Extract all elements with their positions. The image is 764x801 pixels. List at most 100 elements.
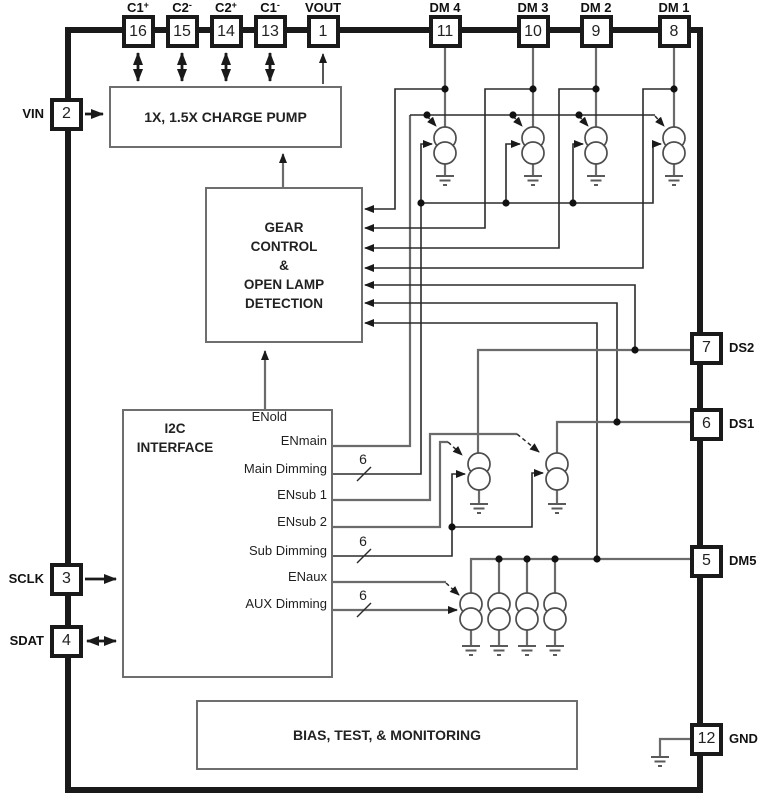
junction-dot — [569, 199, 577, 207]
pin-box-3: 3 — [50, 562, 83, 596]
ground-symbol — [651, 756, 669, 767]
pin-label-top: C2- — [172, 0, 192, 15]
gear-control-label: GEAR CONTROL & OPEN LAMP DETECTION — [243, 219, 325, 311]
current-source — [545, 452, 569, 491]
ground-symbol — [518, 645, 536, 656]
current-source — [521, 126, 545, 165]
i2c-signal-label: ENold — [251, 409, 287, 424]
pin-box-7: 7 — [690, 331, 723, 365]
pin-box-14: 14 — [209, 15, 243, 48]
pin-box-15: 15 — [165, 15, 199, 48]
pin-label-right: DM5 — [729, 553, 757, 568]
ground-symbol — [546, 645, 564, 656]
junction-dot — [593, 555, 601, 563]
pin-box-9: 9 — [579, 15, 613, 48]
pin-label-top: DM 1 — [658, 0, 690, 15]
junction-dot — [631, 346, 639, 354]
junction-dot — [592, 85, 600, 93]
i2c-signal-label: AUX Dimming — [245, 596, 327, 611]
bias-label: BIAS, TEST, & MONITORING — [293, 727, 481, 743]
pin-label-right: DS1 — [729, 416, 755, 431]
bus-width-label: 6 — [359, 451, 367, 467]
pin-label-top: C1- — [260, 0, 280, 15]
pin-label-top: DM 2 — [580, 0, 612, 15]
pin-label-superscript: + — [231, 0, 237, 10]
gear-control-block: GEAR CONTROL & OPEN LAMP DETECTION — [205, 187, 363, 343]
pin-box-6: 6 — [690, 407, 723, 441]
junction-dot — [423, 111, 431, 119]
junction-dot — [509, 111, 517, 119]
ensub2-route — [333, 440, 448, 529]
pin-label-top: C2+ — [215, 0, 237, 15]
pin-box-4: 4 — [50, 624, 83, 658]
gnd-ground — [658, 737, 690, 757]
junction-dot — [441, 85, 449, 93]
current-source — [543, 592, 567, 631]
ground-symbol — [470, 503, 488, 514]
pin-label-top: VOUT — [304, 0, 342, 15]
bus-width-label: 6 — [359, 587, 367, 603]
bias-test-monitoring-block: BIAS, TEST, & MONITORING — [196, 700, 578, 770]
ground-symbol — [524, 175, 542, 186]
current-source — [467, 452, 491, 491]
pin-box-8: 8 — [657, 15, 691, 48]
main-dimming-route — [333, 140, 433, 475]
junction-dot — [448, 523, 456, 531]
junction-dot — [529, 85, 537, 93]
current-sources-and-dots — [417, 85, 686, 767]
current-source — [515, 592, 539, 631]
bus-width-label: 6 — [359, 533, 367, 549]
pin-label-left: SDAT — [9, 633, 44, 648]
ground-symbol — [490, 645, 508, 656]
charge-pump-block: 1X, 1.5X CHARGE PUMP — [109, 86, 342, 148]
current-source — [584, 126, 608, 165]
pin-label-superscript: - — [188, 0, 192, 10]
pin-arrows — [85, 52, 327, 646]
current-source — [487, 592, 511, 631]
junction-dot — [417, 199, 425, 207]
pin-label-top: DM 3 — [517, 0, 549, 15]
i2c-signal-label: ENaux — [287, 569, 327, 584]
junction-dot — [495, 555, 503, 563]
pin-box-13: 13 — [253, 15, 287, 48]
i2c-interface-block — [122, 409, 333, 678]
junction-dot — [670, 85, 678, 93]
current-source — [662, 126, 686, 165]
i2c-signal-label: ENsub 2 — [277, 514, 327, 529]
sub-dimming-route — [333, 470, 466, 557]
bus-width-marks: 6 6 6 — [356, 451, 372, 618]
ground-symbol — [436, 175, 454, 186]
main-lamp-circuit — [333, 48, 676, 475]
i2c-signal-label: ENsub 1 — [277, 487, 327, 502]
ground-symbol — [462, 645, 480, 656]
ds2-wire — [476, 348, 690, 453]
pin-box-5: 5 — [690, 544, 723, 578]
ensub1-route — [333, 432, 517, 502]
i2c-signal-label: Main Dimming — [243, 461, 327, 476]
pin-box-10: 10 — [516, 15, 550, 48]
junction-dot — [523, 555, 531, 563]
aux-lamp-circuit — [333, 557, 690, 646]
pin-label-right: DS2 — [729, 340, 755, 355]
junction-dot — [613, 418, 621, 426]
i2c-signal-label: Sub Dimming — [248, 543, 327, 558]
control-links — [261, 153, 287, 409]
ground-symbol — [665, 175, 683, 186]
sub-lamp-circuit — [333, 348, 690, 557]
pin-label-top: C1+ — [127, 0, 149, 15]
ground-symbol — [548, 503, 566, 514]
ground-symbol — [587, 175, 605, 186]
pin-box-16: 16 — [121, 15, 155, 48]
i2c-signal-label: ENmain — [280, 433, 327, 448]
current-source — [459, 592, 483, 631]
enmain-route — [333, 115, 412, 448]
charge-pump-label: 1X, 1.5X CHARGE PUMP — [144, 109, 307, 125]
junction-dot — [575, 111, 583, 119]
pin-box-1: 1 — [306, 15, 340, 48]
i2c-interface-label: I2C INTERFACE — [136, 421, 214, 455]
pin-label-superscript: - — [276, 0, 280, 10]
pin-box-2: 2 — [50, 97, 83, 131]
dm5-bus — [469, 557, 690, 593]
